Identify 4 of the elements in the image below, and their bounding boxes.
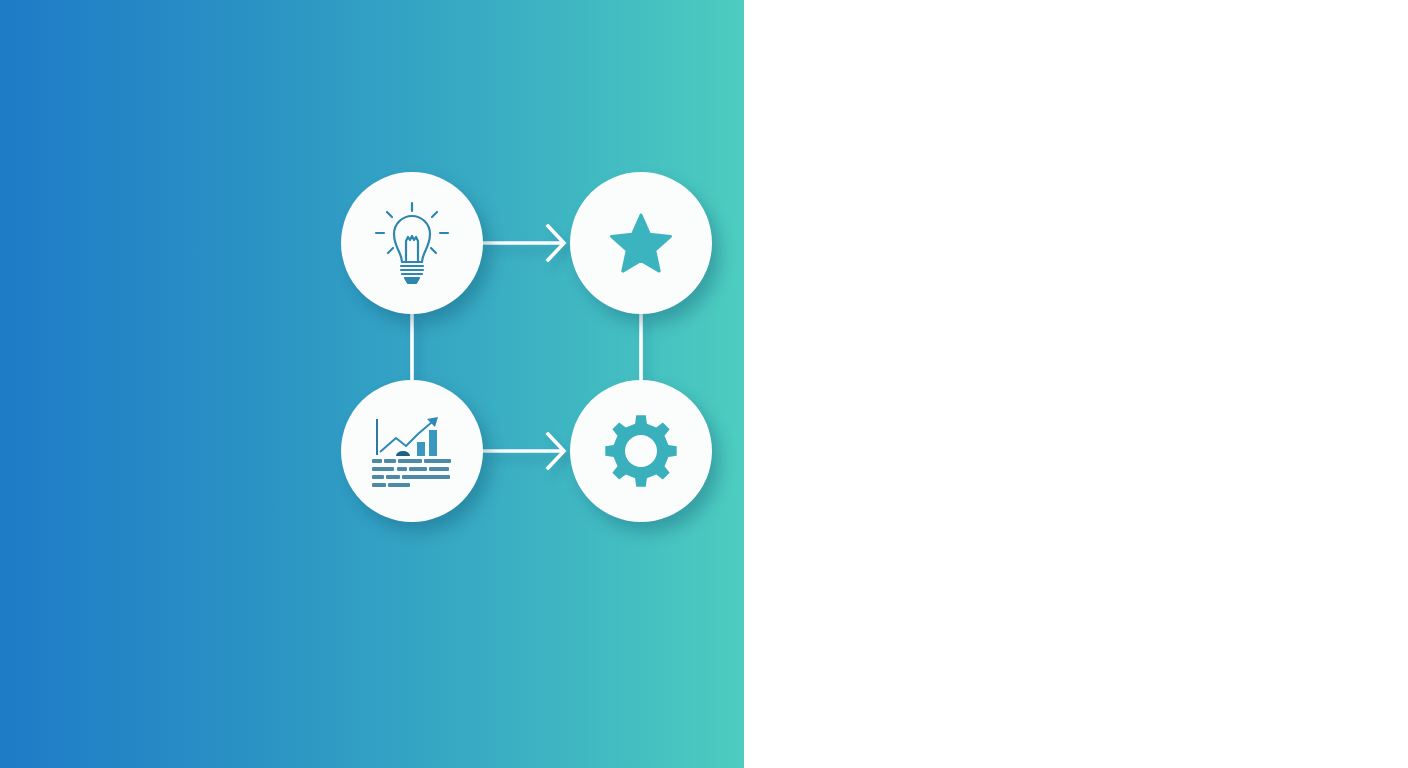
- arrow: [483, 432, 566, 470]
- connector-line: [410, 314, 414, 380]
- connector-line: [639, 314, 643, 380]
- arrow: [483, 224, 566, 262]
